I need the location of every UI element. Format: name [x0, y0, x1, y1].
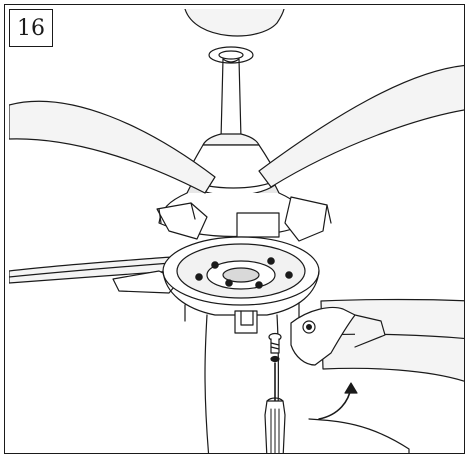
rotate-arrow-icon: [318, 382, 358, 420]
blade-bracket-installing: [290, 306, 356, 366]
blade-bracket-center: [236, 212, 280, 238]
blade-lower-right-edge: [308, 418, 410, 453]
blade-upper-right: [258, 65, 464, 188]
blade-upper-left: [9, 100, 216, 194]
switch-housing-ring: [162, 236, 320, 322]
screwdriver-icon: [264, 362, 286, 453]
blade-bracket-upper-right: [284, 196, 332, 242]
illustration-frame: 16: [4, 4, 465, 454]
step-number-box: 16: [9, 9, 53, 47]
blade-tip-right: [354, 314, 386, 348]
ceiling-canopy: [184, 9, 285, 64]
step-number: 16: [17, 15, 45, 41]
screw-icon: [268, 332, 282, 363]
downrod: [220, 58, 242, 140]
ceiling-fan-assembly-drawing: [9, 9, 464, 453]
blade-bracket-upper-left: [156, 202, 208, 240]
housing-screws: [195, 257, 293, 289]
